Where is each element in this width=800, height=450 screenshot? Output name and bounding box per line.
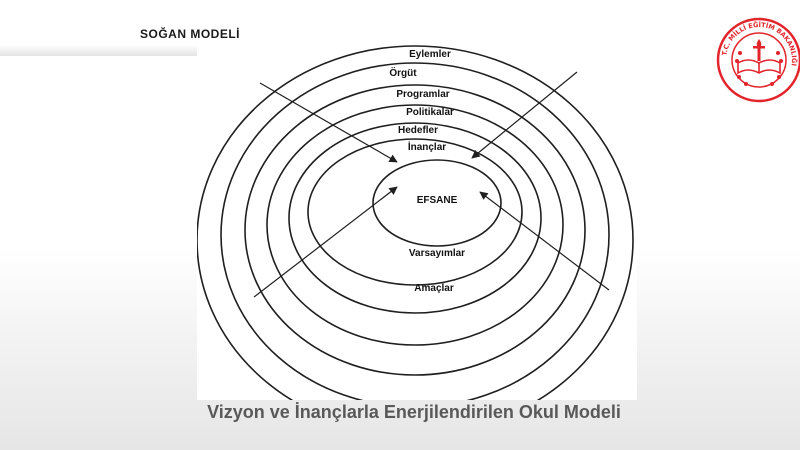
arrow-bottom-right — [479, 191, 610, 291]
ring-politikalar — [266, 104, 564, 346]
label-eylemler: Eylemler — [409, 49, 451, 60]
arrow-top-left — [259, 82, 398, 163]
ring-programlar — [244, 84, 586, 376]
ring-eylemler — [197, 45, 634, 400]
label-amaclar: Amaçlar — [414, 283, 454, 294]
label-efsane: EFSANE — [417, 195, 458, 206]
header-band — [0, 18, 200, 56]
label-varsayimlar: Varsayımlar — [409, 248, 465, 259]
diagram-caption: Vizyon ve İnançlarla Enerjilendirilen Ok… — [207, 402, 621, 422]
ring-efsane — [372, 159, 502, 247]
meb-logo-icon: T.C. MİLLİ EĞİTİM BAKANLIĞI — [716, 17, 800, 103]
page-title: SOĞAN MODELİ — [140, 27, 241, 41]
ring-hedefler — [288, 122, 542, 314]
label-hedefler: Hedefler — [398, 125, 438, 136]
label-inanclar: İnançlar — [408, 140, 446, 153]
ring-inanclar — [307, 138, 523, 286]
label-programlar: Programlar — [396, 89, 449, 100]
arrow-top-right — [471, 71, 578, 159]
onion-diagram: Eylemler Örgüt Programlar Politikalar He… — [197, 40, 637, 400]
arrow-bottom-left — [253, 186, 398, 298]
onion-diagram-svg: Eylemler Örgüt Programlar Politikalar He… — [197, 45, 634, 400]
label-orgut: Örgüt — [389, 66, 417, 79]
ring-orgut — [220, 62, 610, 400]
label-politikalar: Politikalar — [406, 107, 454, 118]
